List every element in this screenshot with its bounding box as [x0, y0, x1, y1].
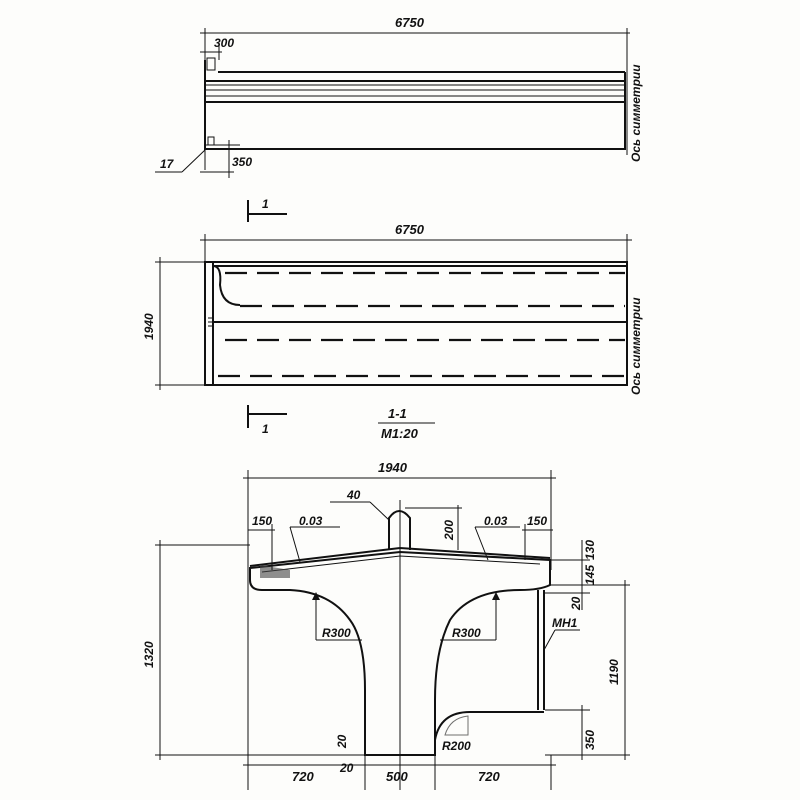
dim-130: 130 — [583, 540, 597, 560]
bottom-mid-dim: 500 — [386, 769, 408, 784]
dim-20-a: 20 — [335, 734, 349, 749]
anchor-detail — [207, 136, 215, 146]
callout-17: 17 — [160, 157, 175, 171]
dim-145: 145 — [583, 565, 597, 585]
section-scale: М1:20 — [381, 426, 419, 441]
stud-dim: 40 — [346, 488, 361, 502]
radius-left: R300 — [322, 626, 351, 640]
elevation-view: 6750 1940 Ось симметрии — [142, 222, 643, 395]
slope-right: 0.03 — [484, 514, 508, 528]
beam-outline — [204, 261, 628, 386]
lifting-loop — [388, 510, 411, 550]
plan-view: 6750 300 350 17 Ось симметрии — [155, 15, 643, 178]
edge-right-dim: 150 — [527, 514, 547, 528]
t-beam-section — [249, 550, 551, 756]
callout-mn1: МН1 — [552, 616, 578, 630]
plan-axis-label: Ось симметрии — [629, 64, 643, 162]
bottom-left-dim: 720 — [292, 769, 314, 784]
plan-length-dim: 6750 — [395, 15, 425, 30]
section-mark-label: 1 — [262, 197, 269, 211]
stud-height-dim: 200 — [442, 520, 456, 541]
height-total-dim: 1320 — [142, 641, 156, 668]
radius-bottom: R200 — [442, 739, 471, 753]
edge-left-dim: 150 — [252, 514, 272, 528]
plan-dim-300: 300 — [214, 36, 234, 50]
height-1190-dim: 1190 — [607, 659, 621, 685]
plan-dim-350: 350 — [232, 155, 252, 169]
elevation-height-dim: 1940 — [142, 313, 156, 340]
section-mark-label: 1 — [262, 422, 269, 436]
cross-section: 1940 40 200 150 0.03 0.03 150 1320 130 — [142, 460, 630, 790]
radius-right: R300 — [452, 626, 481, 640]
section-width-dim: 1940 — [378, 460, 408, 475]
section-title: 1-1 — [388, 406, 407, 421]
anchor-detail — [206, 57, 216, 71]
dim-20-right: 20 — [569, 596, 583, 611]
bottom-right-dim: 720 — [478, 769, 500, 784]
section-mark-bottom: 1 — [247, 405, 287, 436]
dim-350: 350 — [583, 730, 597, 750]
section-mark-top: 1 — [247, 197, 287, 222]
elevation-length-dim: 6750 — [395, 222, 425, 237]
dim-20-b: 20 — [339, 761, 354, 775]
bottom-bracket — [434, 711, 544, 755]
slope-left: 0.03 — [299, 514, 323, 528]
elevation-axis-label: Ось симметрии — [629, 297, 643, 395]
embedded-plate — [537, 590, 545, 710]
